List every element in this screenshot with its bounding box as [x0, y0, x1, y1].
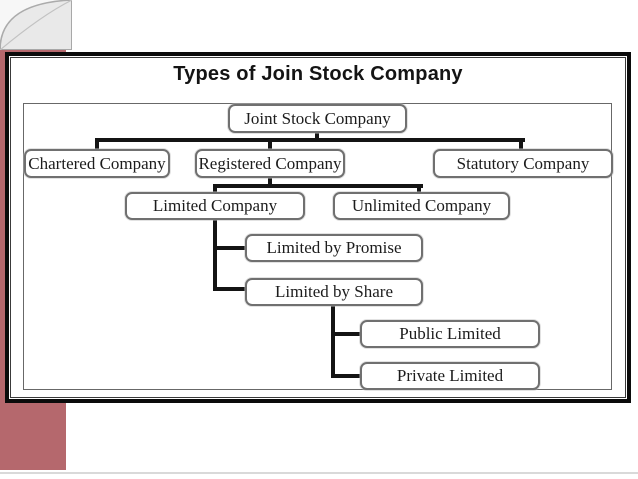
- connector-line: [213, 246, 247, 250]
- bottom-divider-line: [0, 472, 638, 474]
- connector-line: [268, 142, 272, 150]
- connector-line: [331, 374, 364, 378]
- node-registered-company: Registered Company: [195, 149, 345, 178]
- connector-line: [95, 138, 525, 142]
- node-limited-by-share: Limited by Share: [245, 278, 423, 306]
- connector-line: [213, 188, 217, 194]
- slide-title: Types of Join Stock Company: [173, 63, 463, 85]
- connector-line: [331, 306, 335, 378]
- leaf-icon: [0, 0, 73, 51]
- connector-line: [213, 184, 423, 188]
- connector-line: [519, 142, 523, 150]
- connector-line: [268, 178, 272, 186]
- node-joint-stock-company: Joint Stock Company: [228, 104, 407, 133]
- diagram-frame: [23, 103, 612, 390]
- node-public-limited: Public Limited: [360, 320, 540, 348]
- connector-line: [213, 287, 247, 291]
- connector-line: [315, 133, 319, 141]
- connector-line: [213, 220, 217, 291]
- connector-line: [95, 142, 99, 150]
- node-statutory-company: Statutory Company: [433, 149, 613, 178]
- connector-line: [417, 188, 421, 194]
- node-limited-company: Limited Company: [125, 192, 305, 220]
- node-private-limited: Private Limited: [360, 362, 540, 390]
- node-limited-by-promise: Limited by Promise: [245, 234, 423, 262]
- node-unlimited-company: Unlimited Company: [333, 192, 510, 220]
- node-chartered-company: Chartered Company: [24, 149, 170, 178]
- leaf-ornament: [0, 0, 73, 51]
- connector-line: [331, 332, 364, 336]
